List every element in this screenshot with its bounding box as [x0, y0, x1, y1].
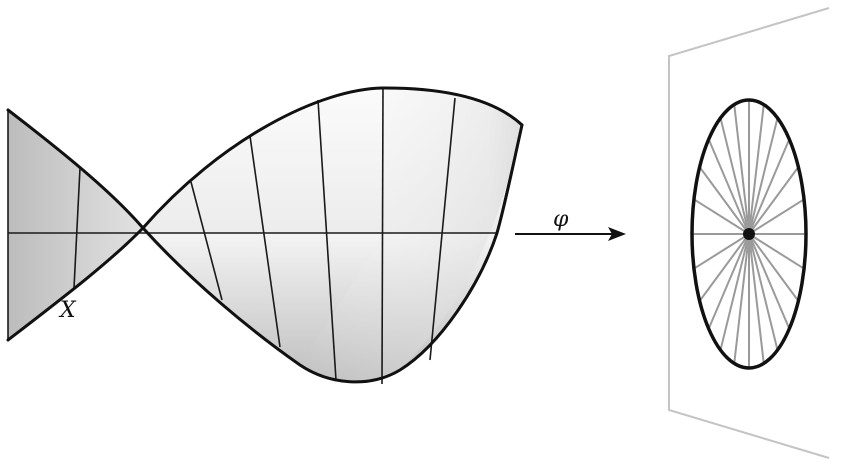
ellipse-spoke: [748, 233, 800, 302]
target-plane: [668, 7, 830, 459]
ellipse-spoke: [748, 166, 800, 235]
map-arrow: [515, 227, 626, 241]
surface-right-edge-shade: [300, 88, 522, 382]
ellipse-spoke: [748, 117, 779, 235]
outline-top-curve: [6, 86, 524, 230]
fiber-line: [190, 181, 223, 301]
fiber-line: [317, 99, 337, 381]
ellipse-spoke: [693, 233, 750, 270]
ellipse-spoke: [748, 233, 779, 351]
ellipse-spoke: [748, 104, 765, 235]
ellipse-spoke: [748, 138, 791, 235]
surface-left-lobe: [8, 110, 143, 340]
ellipse-spoke: [719, 117, 750, 235]
ellipse-spoke: [693, 198, 750, 235]
ellipse-spoke: [748, 233, 791, 330]
ellipse-spoke: [748, 233, 805, 270]
surface-outline: [6, 86, 524, 384]
target-ellipse: [690, 98, 808, 370]
ellipse-spoke: [698, 166, 750, 235]
ellipse-center-point: [743, 228, 755, 240]
ellipse-spoke: [748, 233, 765, 364]
map-label: φ: [553, 207, 569, 232]
fiber-line: [249, 135, 281, 348]
space-label: X: [58, 298, 77, 323]
fiber-line: [381, 87, 384, 385]
ellipse-spoke: [719, 233, 750, 351]
ellipse-spoke: [733, 233, 750, 364]
ellipse-spoke: [748, 198, 805, 235]
fiber-line: [429, 97, 456, 361]
ellipse-spoke: [707, 233, 750, 330]
outline-bottom-curve: [6, 123, 524, 384]
ellipse-spoke: [733, 104, 750, 235]
map-arrow-head: [608, 227, 626, 241]
fiber-line: [73, 167, 81, 289]
ellipse-spoke: [707, 138, 750, 235]
ellipse-spokes: [692, 100, 806, 368]
ellipse-spoke: [698, 233, 750, 302]
